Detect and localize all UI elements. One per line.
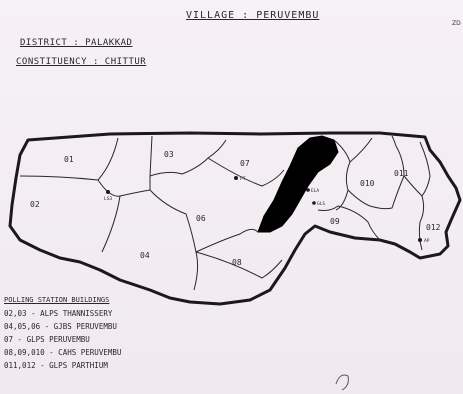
district-label: DISTRICT : PALAKKAD <box>20 38 133 48</box>
ward-boundaries <box>19 135 431 291</box>
station-label-3: ELA <box>311 188 319 194</box>
ward-label-02: 02 <box>30 200 40 209</box>
ward-label-06: 06 <box>196 214 206 223</box>
station-marker-1 <box>106 190 110 194</box>
station-label-1: LS3 <box>104 196 112 202</box>
map-title: VILLAGE : PERUVEMBU <box>186 10 320 21</box>
station-marker-2 <box>234 176 238 180</box>
station-label-4: GLS <box>317 201 325 207</box>
station-marker-3 <box>306 188 310 192</box>
legend-row: 07 - GLPS PERUVEMBU <box>4 335 90 344</box>
ward-label-07: 07 <box>240 159 250 168</box>
legend-row: 04,05,06 - GJBS PERUVEMBU <box>4 322 117 331</box>
village-boundary <box>8 131 462 306</box>
constituency-label: CONSTITUENCY : CHITTUR <box>16 57 147 67</box>
ward-label-04: 04 <box>140 251 150 260</box>
legend-row: 02,03 - ALPS THANNISSERY <box>4 309 113 318</box>
ward-label-012: 012 <box>426 223 441 232</box>
ward-label-08: 08 <box>232 258 242 267</box>
legend-row: 011,012 - GLPS PARTHIUM <box>4 361 108 370</box>
polling-station-legend: POLLING STATION BUILDINGS 02,03 - ALPS T… <box>4 294 121 372</box>
station-marker-5 <box>418 238 422 242</box>
legend-row: 08,09,010 - CAHS PERUVEMBU <box>4 348 122 357</box>
ward-label-09: 09 <box>330 217 340 226</box>
station-label-2: PT <box>240 176 246 182</box>
side-note: ZD <box>452 20 461 27</box>
station-marker-4 <box>312 201 316 205</box>
ward-label-011: 011 <box>394 169 409 178</box>
ward-label-01: 01 <box>64 155 74 164</box>
ward-label-03: 03 <box>164 150 174 159</box>
ward-label-010: 010 <box>360 179 375 188</box>
legend-heading: POLLING STATION BUILDINGS <box>4 296 110 304</box>
pencil-mark <box>335 374 349 391</box>
station-label-5: AP <box>424 238 430 244</box>
water-body <box>257 135 339 233</box>
